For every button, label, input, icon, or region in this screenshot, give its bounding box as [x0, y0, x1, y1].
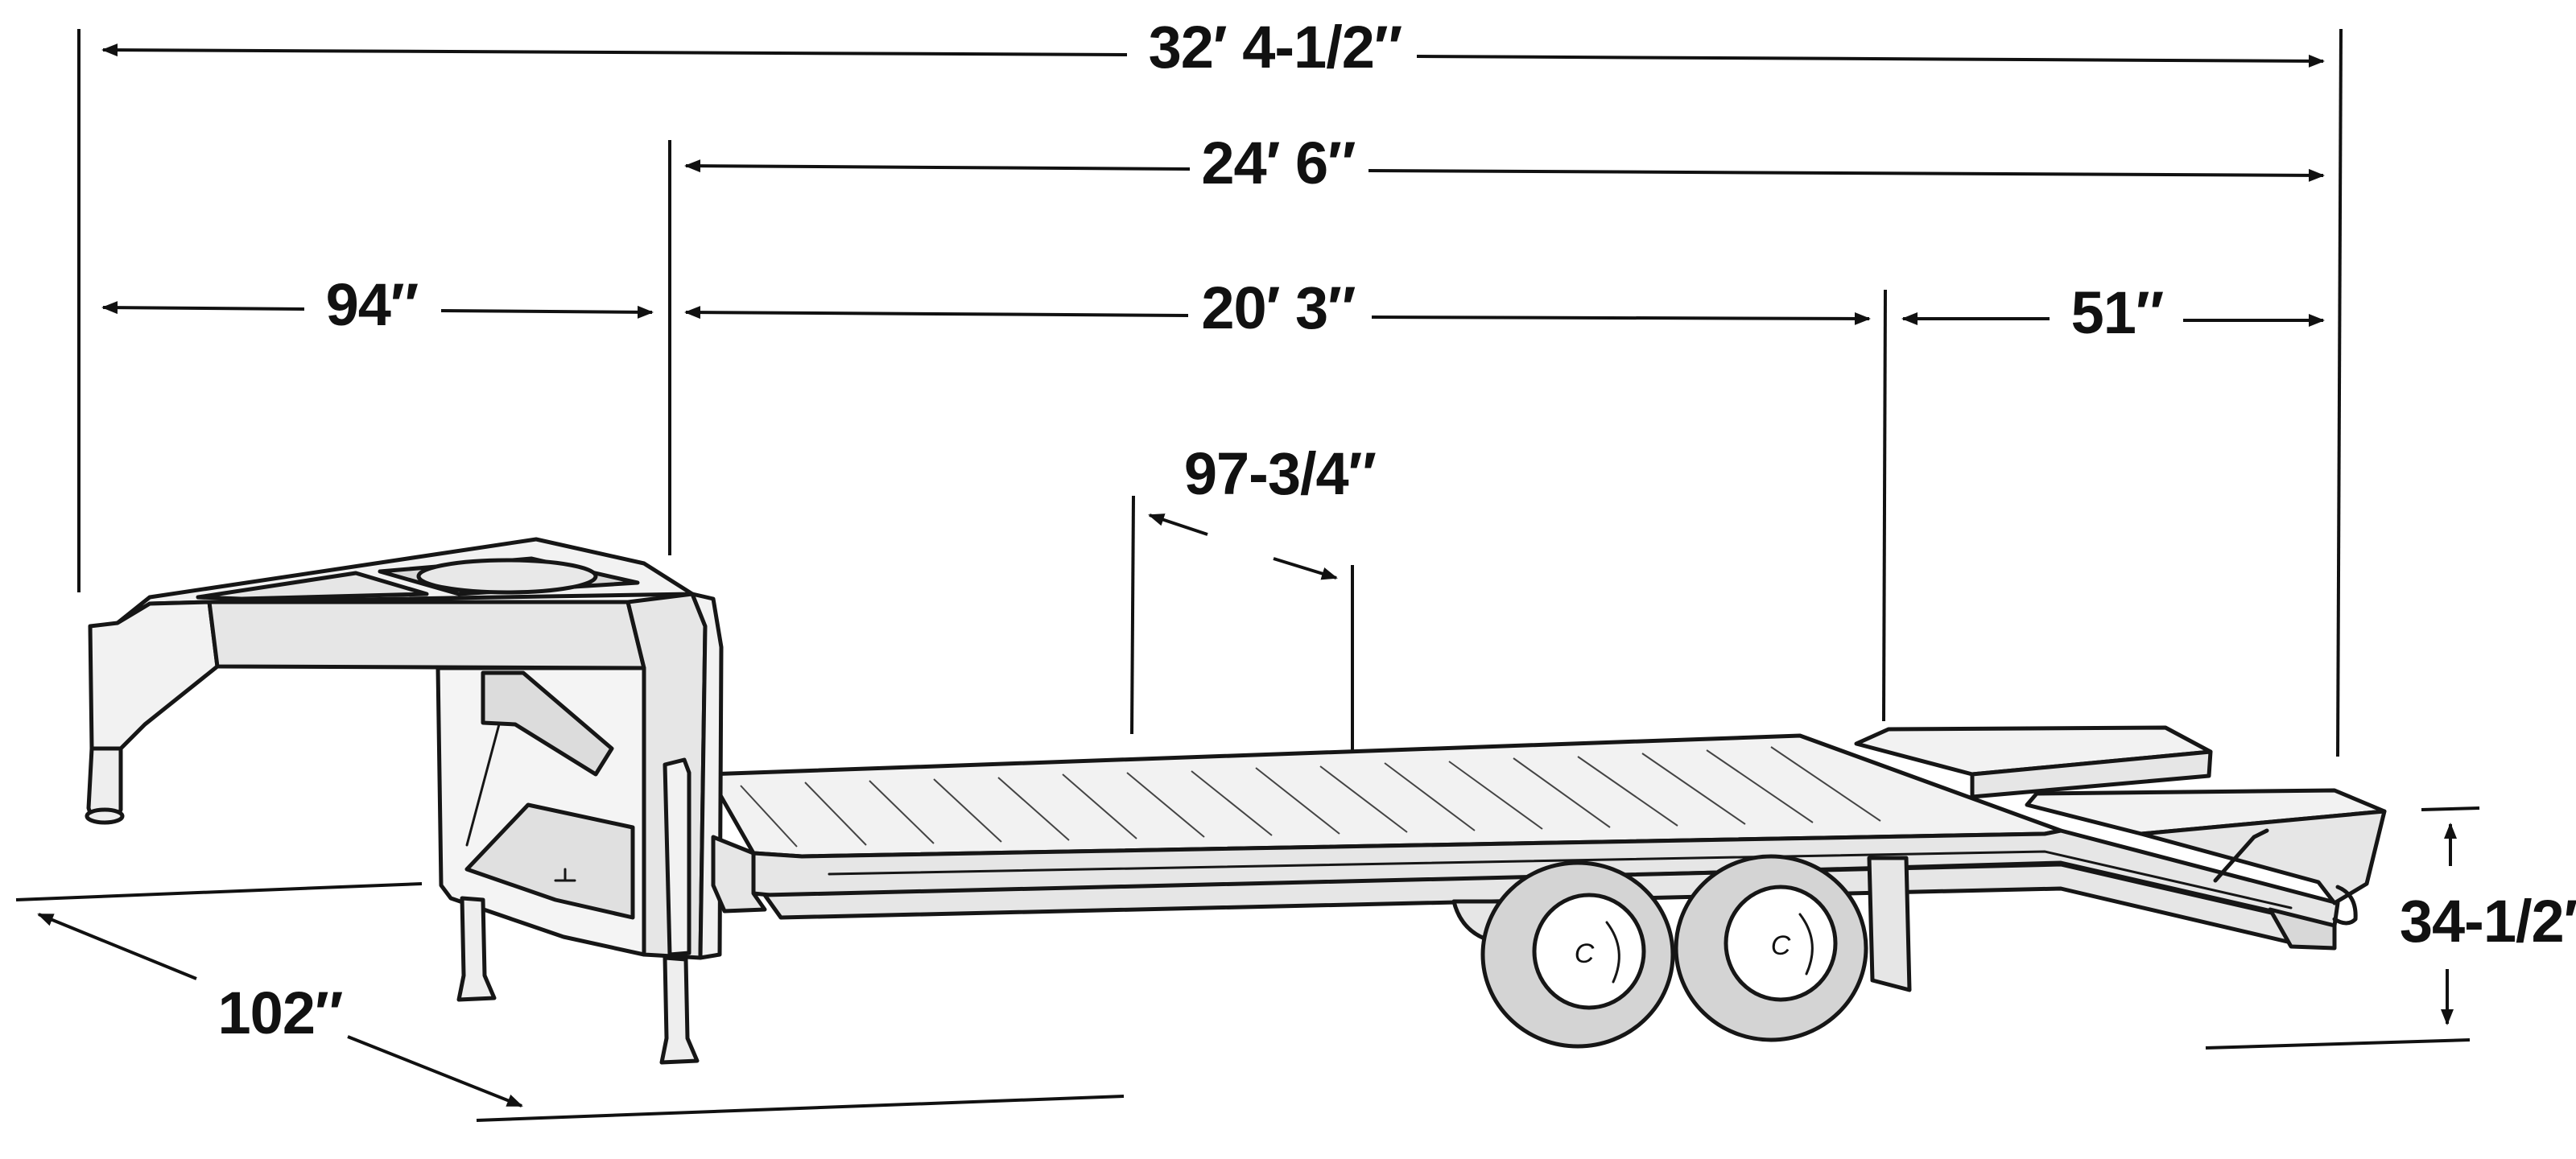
dim-line-deckwidth-right [1273, 557, 1338, 580]
main-frame [762, 856, 2337, 992]
gooseneck-tray-bowl [416, 558, 598, 595]
label-deck-width: 97-3/4″ [1184, 440, 1377, 507]
label-gooseneck-length: 94″ [326, 271, 419, 338]
dim-line-gooseneck-right [440, 305, 654, 319]
dimension-lines [15, 43, 2480, 1122]
landing-jack-right [659, 955, 700, 1065]
gooseneck-brace [481, 670, 614, 777]
rear-hub-label: C [1771, 930, 1791, 961]
dim-line-deckwidth-left [1148, 514, 1208, 536]
gooseneck-trailer: C C [85, 537, 2387, 1065]
landing-gear [456, 896, 700, 1065]
flat-deck [706, 733, 2340, 928]
label-overall-width: 102″ [218, 980, 343, 1046]
label-deck-height: 34-1/2″ [2400, 888, 2576, 955]
ramp-handle [2213, 828, 2269, 883]
deck-front-step [711, 835, 767, 914]
dim-line-deck-left [684, 159, 1191, 173]
ext-line-rear [2336, 28, 2343, 757]
gooseneck-tray-left [196, 571, 429, 601]
deck-rail-slot [828, 850, 2293, 909]
dim-line-width-up [37, 913, 197, 980]
ramp-right-side [2139, 809, 2387, 905]
rear-leg [1867, 856, 1912, 992]
dim-line-flatdeck-right [1371, 311, 1871, 325]
label-deck-length: 24′ 6″ [1201, 130, 1356, 196]
deck-planks [740, 746, 1881, 848]
ramp-left-side [1970, 749, 2213, 799]
dim-line-flatdeck-left [684, 306, 1189, 320]
wheels: C C [1451, 854, 1868, 1049]
dimension-labels: 32′ 4-1/2″ 24′ 6″ 94″ 20′ 3″ 51″ 97-3/4″… [218, 14, 2576, 1046]
width-base-left [15, 882, 423, 901]
dim-line-overall-left [101, 43, 1128, 57]
front-rim [1532, 893, 1646, 1010]
dim-line-gooseneck-left [101, 301, 305, 315]
label-flat-deck-length: 20′ 3″ [1201, 274, 1356, 341]
coupler-foot [85, 807, 125, 825]
gooseneck-mark [554, 868, 576, 882]
ramp-left-top [1854, 725, 2213, 777]
ext-line-ramp-start [1882, 289, 1887, 722]
extension-lines [77, 28, 2343, 840]
dim-line-overall-right [1416, 54, 2325, 68]
rear-wheel: C [1674, 854, 1868, 1042]
gooseneck-inner-edge [465, 723, 501, 847]
gooseneck-arm-side [207, 600, 646, 670]
dim-line-width-down [347, 1035, 523, 1107]
ramp-right-top [2025, 788, 2387, 836]
gooseneck-post [663, 757, 691, 957]
front-wheel: C [1480, 860, 1675, 1049]
frame-tail [2268, 907, 2337, 951]
width-base-right [476, 1095, 1125, 1122]
label-ramp-length: 51″ [2071, 279, 2164, 346]
dim-line-deck-right [1368, 168, 2325, 182]
gooseneck [85, 537, 724, 960]
height-base-top [2421, 806, 2480, 811]
front-hub-label: C [1575, 938, 1595, 969]
ramp-hinge [2332, 885, 2358, 926]
height-base-bottom [2205, 1038, 2471, 1050]
landing-jack-left [456, 896, 497, 1002]
coupler-leg [86, 746, 123, 820]
label-overall-length: 32′ 4-1/2″ [1149, 14, 1402, 80]
gooseneck-arm-front [88, 600, 220, 751]
ext-line-width-left [1130, 495, 1135, 735]
rear-ramps [1854, 725, 2387, 926]
gooseneck-inner-panel [464, 802, 635, 920]
